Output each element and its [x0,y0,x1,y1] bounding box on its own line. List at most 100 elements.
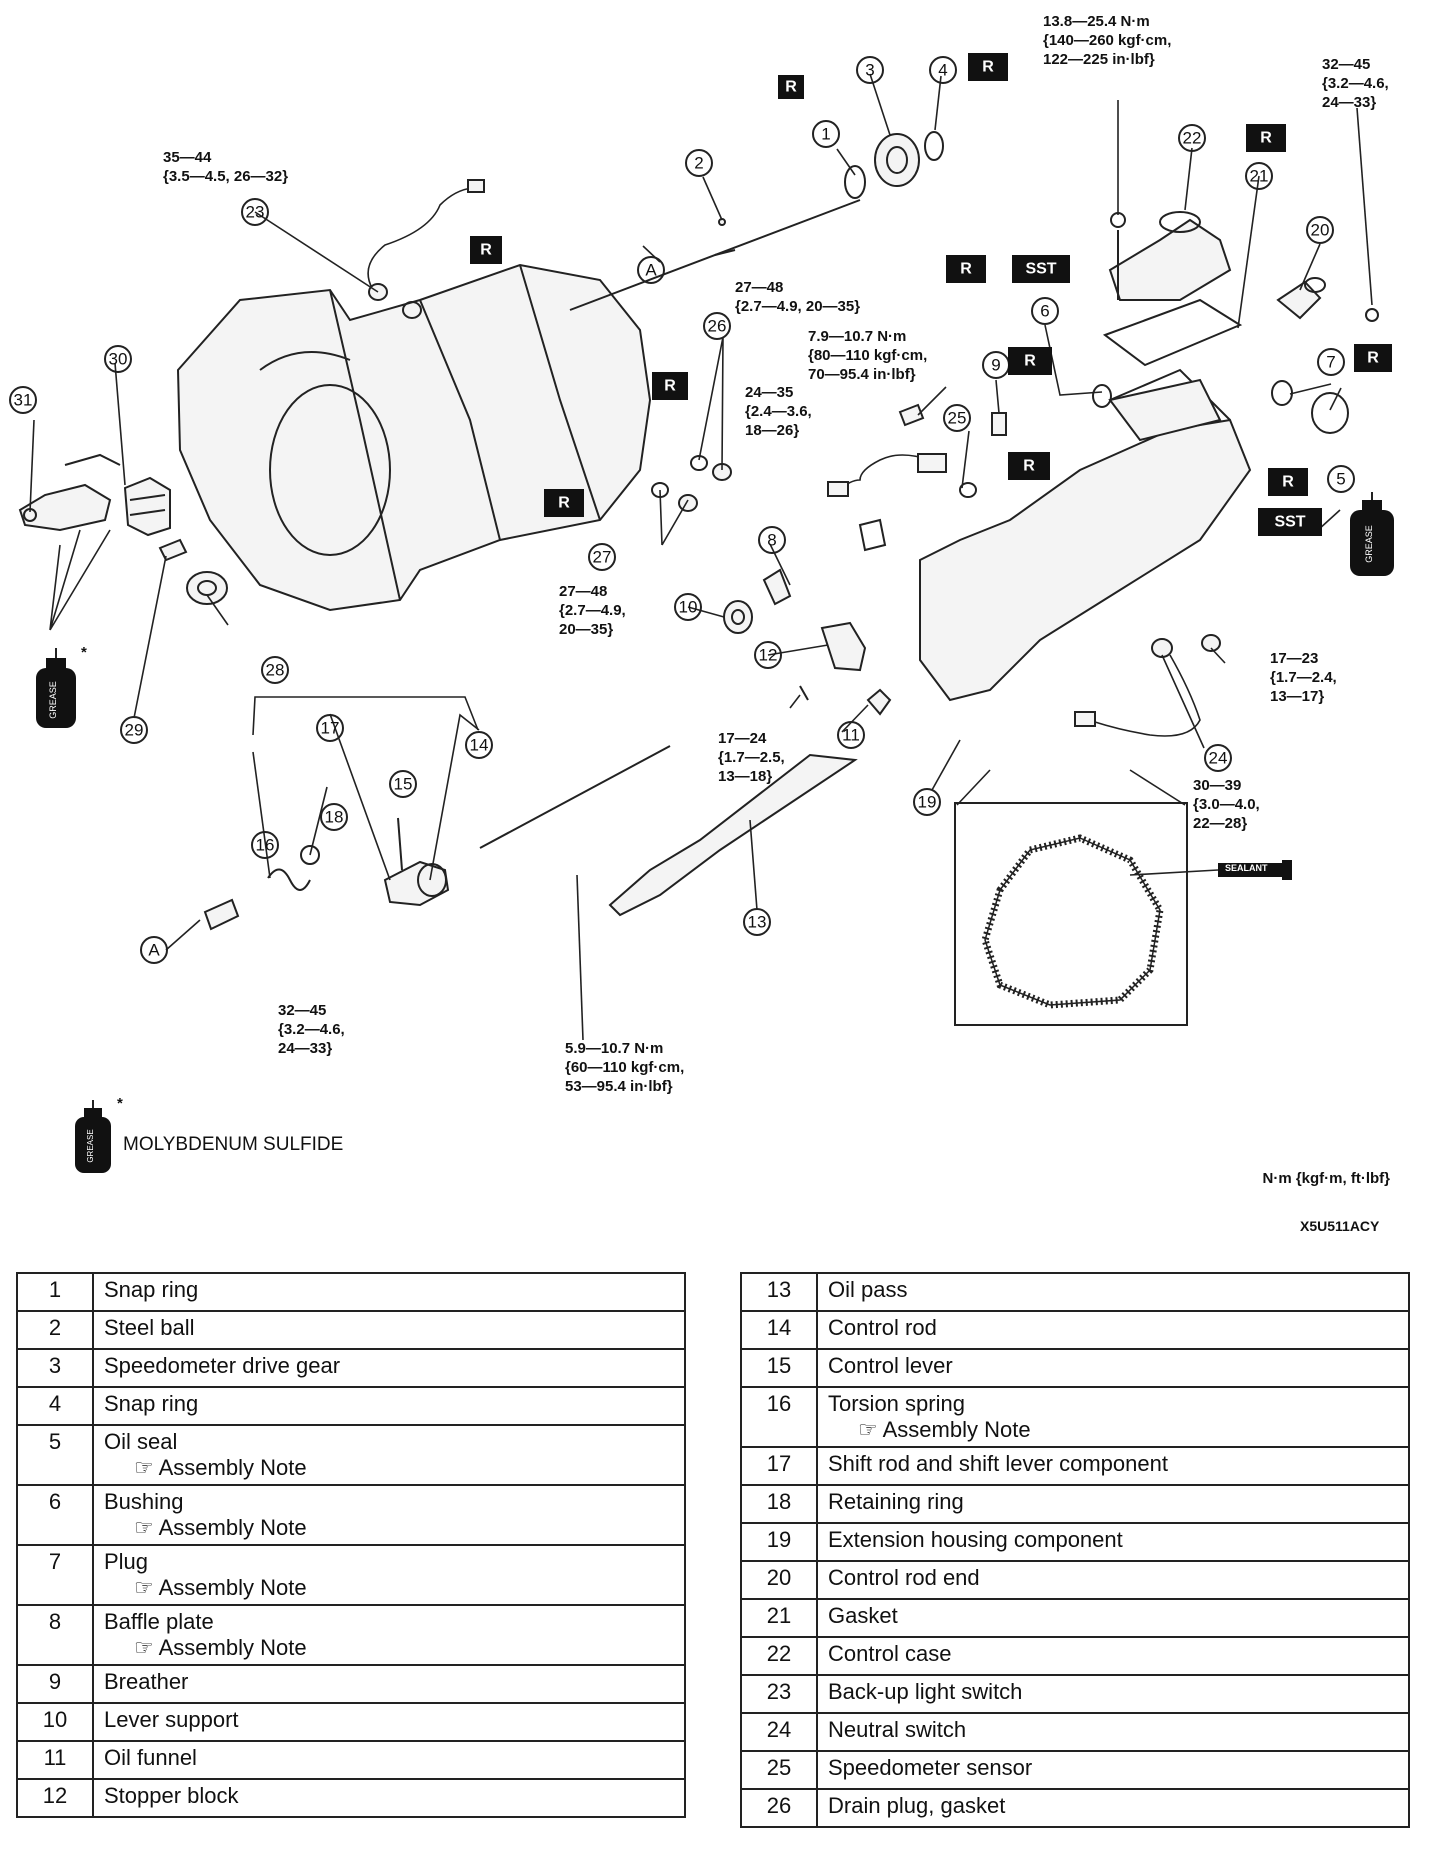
diagram-label: 1 [821,125,830,144]
part-number: 24 [740,1712,818,1752]
diagram-label: 32—45 [278,1002,326,1019]
callout-10: 10 [674,593,702,621]
diagram-label: 20 [1311,221,1330,240]
part-name: Control rod end [828,1565,980,1590]
part-name-cell: Retaining ring [816,1484,1410,1524]
part-name: Plug [104,1549,149,1574]
callout-7: 7 [1317,348,1345,376]
part-name-cell: Stopper block [92,1778,686,1818]
diagram-label: R [558,495,570,512]
diagram-label: 5.9—10.7 N·m [565,1040,663,1057]
sealant-tube-drawing: SEALANT [1129,860,1292,880]
release-bearing-drawing [158,538,228,605]
part-name: Bushing [104,1489,184,1514]
neutral-switch-drawing [1074,634,1221,737]
diagram-label: {1.7—2.5, [718,749,785,766]
part-number: 13 [740,1272,818,1312]
units-note: N·m {kgf·m, ft·lbf} [1263,1170,1391,1187]
part-name: Oil seal [104,1429,178,1454]
diagram-label: {2.7—4.9, [559,602,626,619]
diagram-label: 3 [865,61,874,80]
diagram-label: R [1282,474,1294,491]
callout-8: 8 [758,526,786,554]
diagram-label: R [1367,350,1379,367]
diagram-label: 2 [694,154,703,173]
diagram-label: 21 [1250,167,1269,186]
part-name: Oil funnel [104,1745,197,1770]
transmission-case-drawing [176,263,652,612]
callout-28: 28 [261,656,289,684]
diagram-label: 23 [246,203,265,222]
grease-can-label: GREASE [86,1129,95,1162]
part-name: Control rod [828,1315,937,1340]
diagram-label: R [960,261,972,278]
part-number: 26 [740,1788,818,1828]
diagram-label: 28 [266,661,285,680]
diagram-label: 8 [767,531,776,550]
part-number: 14 [740,1310,818,1350]
part-number: 25 [740,1750,818,1790]
assembly-note-link[interactable]: ☞ Assembly Note [134,1455,307,1480]
part-name-cell: Plug☞ Assembly Note [92,1544,686,1606]
torque-specs: 35—44{3.5—4.5, 26—32} 13.8—25.4 N·m{140—… [163,13,1389,1095]
part-name-cell: Oil pass [816,1272,1410,1312]
part-name-cell: Shift rod and shift lever component [816,1446,1410,1486]
diagram-label: 13—18} [718,768,772,785]
replace-badge: R [1246,124,1286,152]
part-name: Snap ring [104,1277,199,1302]
sealant-tube-label: SEALANT [1225,863,1268,873]
diagram-label: 53—95.4 in·lbf} [565,1078,673,1095]
diagram-label: {3.2—4.6, [1322,75,1389,92]
part-name: Steel ball [104,1315,195,1340]
part-name: Control lever [828,1353,953,1378]
diagram-label: {3.2—4.6, [278,1021,345,1038]
diagram-label: R [982,59,994,76]
grease-legend-label: MOLYBDENUM SULFIDE [123,1134,343,1155]
grease-can-legend-drawing: GREASE [75,1100,111,1173]
callout-23: 23 [241,198,269,226]
diagram-label: 27—48 [559,583,607,600]
part-number: 7 [16,1544,94,1606]
callout-26: 26 [703,312,731,340]
part-name: Breather [104,1669,189,1694]
part-name-cell: Steel ball [92,1310,686,1350]
diagram-label: {2.7—4.9, 20—35} [735,298,860,315]
part-number: 21 [740,1598,818,1638]
assembly-note-link[interactable]: ☞ Assembly Note [134,1635,307,1660]
torque-spec-19: 17—23{1.7—2.4,13—17} [1270,650,1337,705]
replace-badge: R [1268,468,1308,496]
part-name: Torsion spring [828,1391,965,1416]
diagram-label: 17—24 [718,730,767,747]
part-name-cell: Snap ring [92,1386,686,1426]
diagram-label: 122—225 in·lbf} [1043,51,1155,68]
leader-lines [29,73,1373,1041]
part-name-cell: Control case [816,1636,1410,1676]
diagram-label: 4 [938,61,947,80]
callout-3: 3 [856,56,884,84]
diagram-label: 24—33} [1322,94,1376,111]
breather-drawing [991,412,1007,436]
part-number: 8 [16,1604,94,1666]
diagram-label: R [1260,130,1272,147]
diagram-label: {80—110 kgf·cm, [808,347,927,364]
callout-24: 24 [1204,744,1232,772]
diagram-label: 29 [125,721,144,740]
part-name: Control case [828,1641,952,1666]
assembly-note-link[interactable]: ☞ Assembly Note [858,1417,1031,1442]
part-name-cell: Speedometer sensor [816,1750,1410,1790]
part-name: Drain plug, gasket [828,1793,1006,1818]
diagram-label: 22 [1183,129,1202,148]
assembly-note-link[interactable]: ☞ Assembly Note [134,1575,307,1600]
diagram-label: 18—26} [745,422,799,439]
main-shaft-drawing [569,199,861,311]
diagram-label: 25 [948,409,967,428]
assembly-note-link[interactable]: ☞ Assembly Note [134,1515,307,1540]
diagram-label: 18 [325,808,344,827]
